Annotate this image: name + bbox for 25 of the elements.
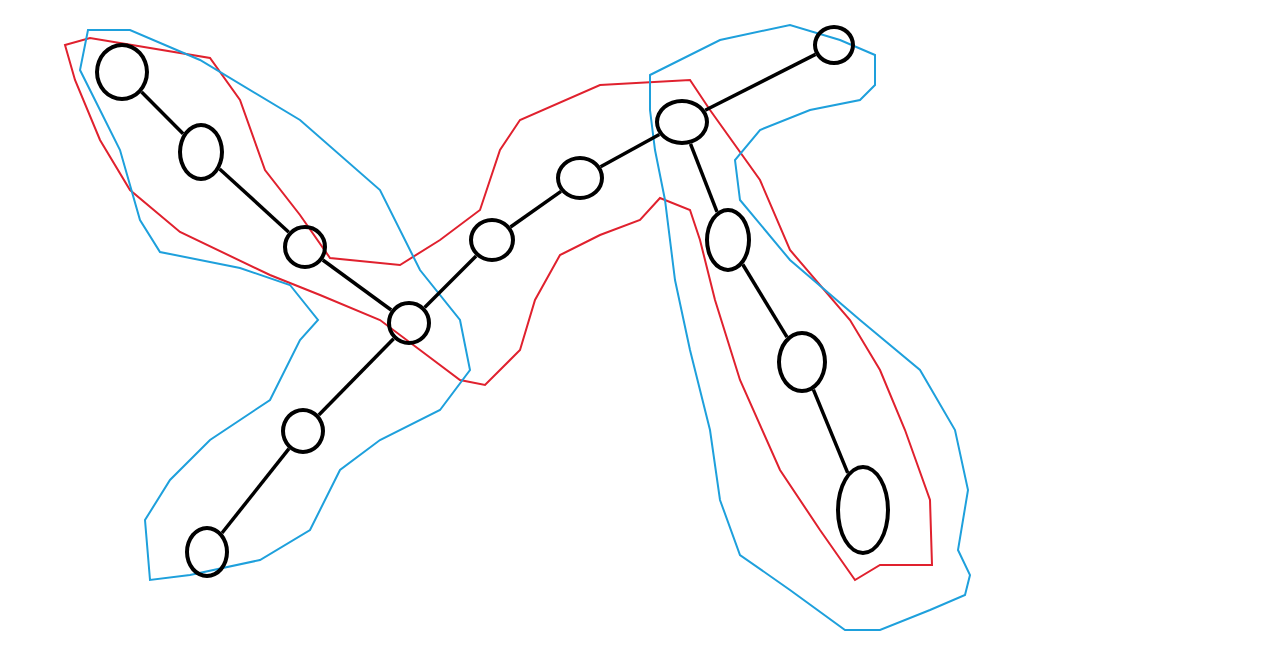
- connector-line: [140, 90, 185, 136]
- circle-node: [185, 526, 229, 578]
- connector-line: [741, 263, 789, 339]
- circle-node: [281, 408, 325, 454]
- connector-line: [423, 254, 478, 309]
- connector-line: [220, 447, 291, 535]
- connector-line: [704, 52, 817, 112]
- connector-line: [218, 167, 290, 234]
- connector-line: [317, 337, 395, 417]
- circle-node: [556, 156, 604, 200]
- circle-node: [178, 123, 224, 181]
- connector-line: [688, 143, 719, 213]
- circle-node: [95, 43, 149, 101]
- circle-node: [813, 25, 855, 65]
- connector-line: [811, 388, 850, 474]
- circle-node: [655, 99, 709, 145]
- circle-node: [836, 465, 890, 555]
- connector-line: [321, 258, 393, 312]
- connector-line: [599, 132, 661, 169]
- circle-node: [387, 301, 431, 345]
- circle-node: [705, 208, 751, 272]
- circle-node: [469, 218, 515, 262]
- circle-node: [283, 225, 327, 269]
- circle-node: [777, 331, 827, 393]
- connector-line: [509, 189, 562, 229]
